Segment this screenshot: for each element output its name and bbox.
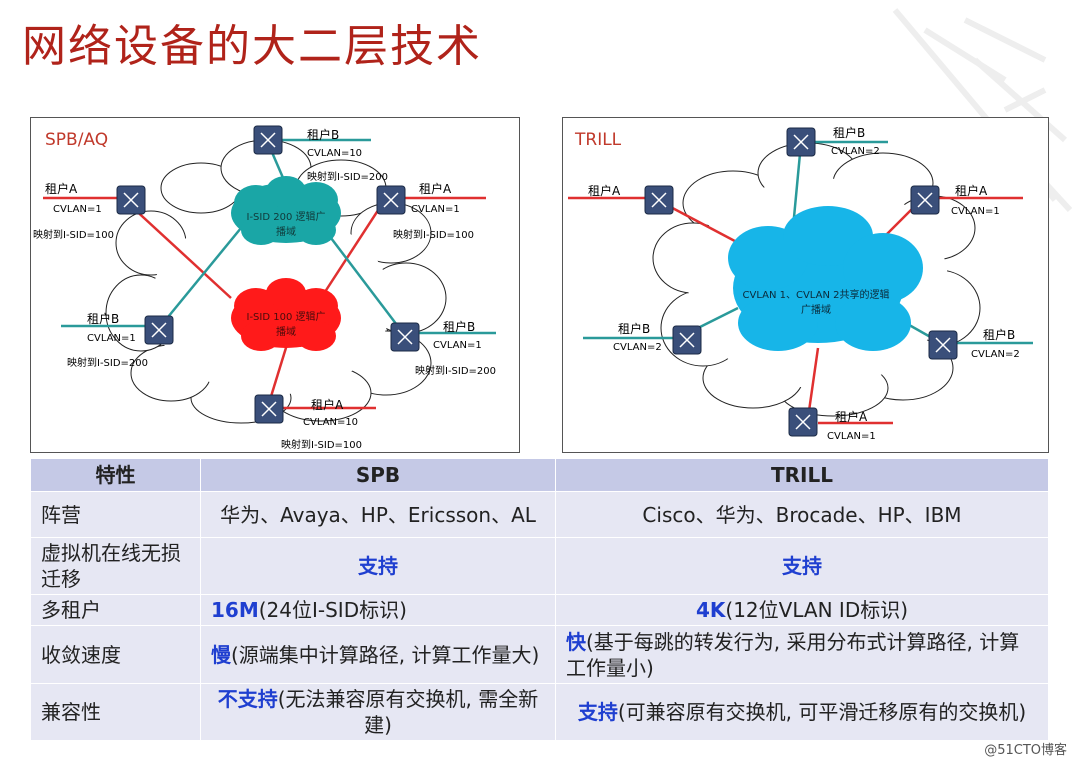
spb-highlight: 16M — [211, 598, 259, 622]
tenant-cvlan: CVLAN=10 — [303, 417, 359, 428]
trill-label: TRILL — [575, 130, 622, 150]
trill-cell: 支持(可兼容原有交换机, 可平滑迁移原有的交换机) — [555, 683, 1049, 741]
feature-cell: 多租户 — [30, 594, 201, 626]
trill-highlight: 支持 — [782, 554, 822, 578]
spb-label: SPB/AQ — [45, 130, 109, 150]
tenant-name: 租户A — [311, 398, 344, 412]
tenant-cvlan: CVLAN=2 — [971, 349, 1020, 360]
trill-diagram: TRILL CVLAN 1、CVLAN 2共享的逻辑广播域 租户B CVLAN=… — [562, 117, 1049, 453]
feature-cell: 虚拟机在线无损迁移 — [30, 537, 201, 595]
tenant-name: 租户B — [833, 126, 866, 140]
comparison-table: 特性 SPB TRILL 阵营 华为、Avaya、HP、Ericsson、AL … — [30, 458, 1049, 741]
spb-cell: 支持 — [200, 537, 556, 595]
tenant-name: 租户A — [835, 410, 868, 424]
tenant-cvlan: CVLAN=1 — [53, 204, 102, 215]
spb-highlight: 慢 — [211, 642, 231, 667]
tenant-map: 映射到I-SID=100 — [281, 440, 363, 451]
feature-cell: 兼容性 — [30, 683, 201, 741]
spb-diagram: SPB/AQ I-SID 200 逻辑广播域 I-SID 100 逻辑广播域 租… — [30, 117, 520, 453]
tenant-name: 租户B — [618, 322, 651, 336]
spb-highlight: 支持 — [358, 554, 398, 578]
trill-text: (12位VLAN ID标识) — [725, 598, 909, 622]
trill-highlight: 支持 — [577, 700, 618, 724]
tenant-name: 租户A — [419, 182, 452, 196]
tenant-cvlan: CVLAN=1 — [827, 431, 876, 442]
table-header-row: 特性 SPB TRILL — [30, 458, 1049, 492]
tenant-cvlan: CVLAN=2 — [613, 342, 662, 353]
spb-cell: 不支持(无法兼容原有交换机, 需全新建) — [200, 683, 556, 741]
feature-cell: 收敛速度 — [30, 625, 201, 684]
tenant-name: 租户A — [45, 182, 78, 196]
header-trill: TRILL — [555, 458, 1049, 492]
spb-cell: 16M(24位I-SID标识) — [200, 594, 556, 626]
trill-cloud-label: CVLAN 1、CVLAN 2共享的逻辑广播域 — [742, 290, 890, 316]
page-title: 网络设备的大二层技术 — [22, 21, 482, 72]
table-row: 兼容性 不支持(无法兼容原有交换机, 需全新建) 支持(可兼容原有交换机, 可平… — [30, 683, 1049, 741]
tenant-cvlan: CVLAN=1 — [433, 340, 482, 351]
header-spb: SPB — [200, 458, 556, 492]
tenant-map: 映射到I-SID=200 — [67, 358, 149, 369]
tenant-map: 映射到I-SID=100 — [33, 230, 115, 241]
trill-highlight: 快 — [566, 629, 586, 654]
spb-cell: 华为、Avaya、HP、Ericsson、AL — [200, 491, 556, 538]
feature-cell: 阵营 — [30, 491, 201, 538]
tenant-name: 租户B — [87, 312, 120, 326]
spb-highlight: 不支持 — [217, 687, 278, 711]
trill-cell: 支持 — [555, 537, 1049, 595]
table-row: 收敛速度 慢(源端集中计算路径, 计算工作量大) 快(基于每跳的转发行为, 采用… — [30, 625, 1049, 684]
tenant-cvlan: CVLAN=1 — [951, 206, 1000, 217]
trill-text: (基于每跳的转发行为, 采用分布式计算路径, 计算工作量小) — [566, 629, 1020, 680]
table-row: 阵营 华为、Avaya、HP、Ericsson、AL Cisco、华为、Broc… — [30, 491, 1049, 538]
tenant-cvlan: CVLAN=2 — [831, 146, 880, 157]
spb-text: 华为、Avaya、HP、Ericsson、AL — [220, 502, 536, 527]
tenant-cvlan: CVLAN=10 — [307, 148, 363, 159]
tenant-cvlan: CVLAN=1 — [411, 204, 460, 215]
trill-text: (可兼容原有交换机, 可平滑迁移原有的交换机) — [617, 700, 1027, 724]
spb-text: (24位I-SID标识) — [258, 598, 407, 622]
tenant-name: 租户A — [955, 184, 988, 198]
trill-text: Cisco、华为、Brocade、HP、IBM — [642, 502, 962, 527]
spb-cell: 慢(源端集中计算路径, 计算工作量大) — [200, 625, 556, 684]
trill-cell: 快(基于每跳的转发行为, 采用分布式计算路径, 计算工作量小) — [555, 625, 1049, 684]
tenant-name: 租户B — [307, 128, 340, 142]
cloud-isid100-label: I-SID 100 逻辑广播域 — [246, 312, 326, 338]
table-row: 多租户 16M(24位I-SID标识) 4K(12位VLAN ID标识) — [30, 594, 1049, 626]
trill-cell: Cisco、华为、Brocade、HP、IBM — [555, 491, 1049, 538]
spb-text: (源端集中计算路径, 计算工作量大) — [231, 642, 540, 667]
header-feature: 特性 — [30, 458, 201, 492]
table-row: 虚拟机在线无损迁移 支持 支持 — [30, 537, 1049, 595]
trill-cell: 4K(12位VLAN ID标识) — [555, 594, 1049, 626]
tenant-map: 映射到I-SID=200 — [415, 366, 497, 377]
cloud-isid200-label: I-SID 200 逻辑广播域 — [246, 212, 326, 238]
tenant-map: 映射到I-SID=100 — [393, 230, 475, 241]
tenant-name: 租户A — [588, 184, 621, 198]
tenant-cvlan: CVLAN=1 — [87, 333, 136, 344]
trill-highlight: 4K — [695, 598, 726, 622]
tenant-map: 映射到I-SID=200 — [307, 172, 389, 183]
tenant-name: 租户B — [983, 328, 1016, 342]
tenant-name: 租户B — [443, 320, 476, 334]
spb-text: (无法兼容原有交换机, 需全新建) — [277, 687, 539, 737]
footer-watermark: @51CTO博客 — [984, 743, 1067, 758]
